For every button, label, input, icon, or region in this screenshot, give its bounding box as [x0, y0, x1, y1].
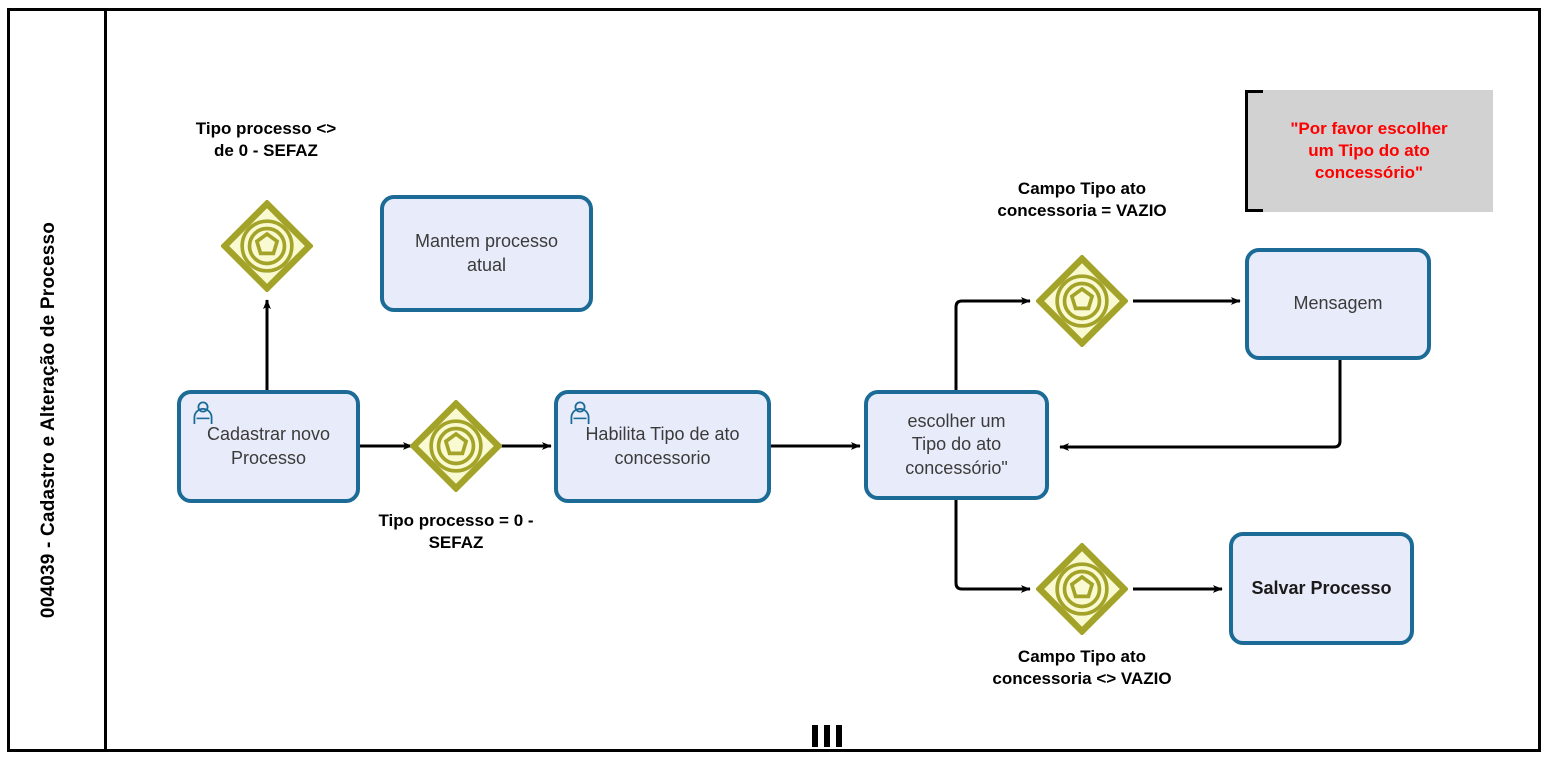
task-cadastrar-novo-processo[interactable]: Cadastrar novo Processo [177, 390, 360, 503]
lane-divider [104, 8, 107, 752]
gateway-tipo-processo-diferente-zero[interactable] [220, 199, 314, 293]
flow-label-campo-nao-vazio: Campo Tipo ato concessoria <> VAZIO [992, 647, 1172, 689]
task-label: Mensagem [1293, 293, 1383, 314]
lane-title: 004039 - Cadastro e Alteração de Process… [38, 221, 59, 619]
flow-label-tipo-processo-diferente-zero: Tipo processo <> de 0 - SEFAZ [195, 119, 337, 161]
annotation-mensagem: "Por favor escolher um Tipo do ato conce… [1245, 90, 1493, 212]
task-salvar-processo[interactable]: Salvar Processo [1229, 532, 1414, 645]
bottom-page-marker [812, 725, 842, 747]
marker-bar [812, 725, 818, 747]
task-habilita-tipo-de-ato-concessorio[interactable]: Habilita Tipo de ato concessorio [554, 390, 771, 503]
marker-bar [836, 725, 842, 747]
task-label: Salvar Processo [1251, 577, 1392, 598]
task-label: Mantem processo atual [414, 231, 559, 275]
marker-bar [824, 725, 830, 747]
task-escolher-um-tipo-do-ato-concessorio[interactable]: escolher um Tipo do ato concessório" [864, 390, 1049, 500]
task-label: Cadastrar novo Processo [206, 424, 331, 468]
pool-frame [7, 8, 1541, 752]
gateway-campo-nao-vazio[interactable] [1035, 542, 1129, 636]
gateway-tipo-processo-split[interactable] [409, 399, 503, 493]
task-label: escolher um Tipo do ato concessório" [905, 411, 1008, 478]
flow-label-tipo-processo-igual-zero: Tipo processo = 0 - SEFAZ [378, 511, 534, 553]
flow-label-campo-vazio: Campo Tipo ato concessoria = VAZIO [997, 179, 1167, 221]
task-label: Habilita Tipo de ato concessorio [585, 424, 740, 468]
task-mensagem[interactable]: Mensagem [1245, 248, 1431, 360]
user-task-icon [567, 400, 593, 426]
user-task-icon [190, 400, 216, 426]
task-mantem-processo-atual[interactable]: Mantem processo atual [380, 195, 593, 312]
annotation-text: "Por favor escolher um Tipo do ato conce… [1290, 118, 1448, 183]
gateway-campo-vazio[interactable] [1035, 254, 1129, 348]
